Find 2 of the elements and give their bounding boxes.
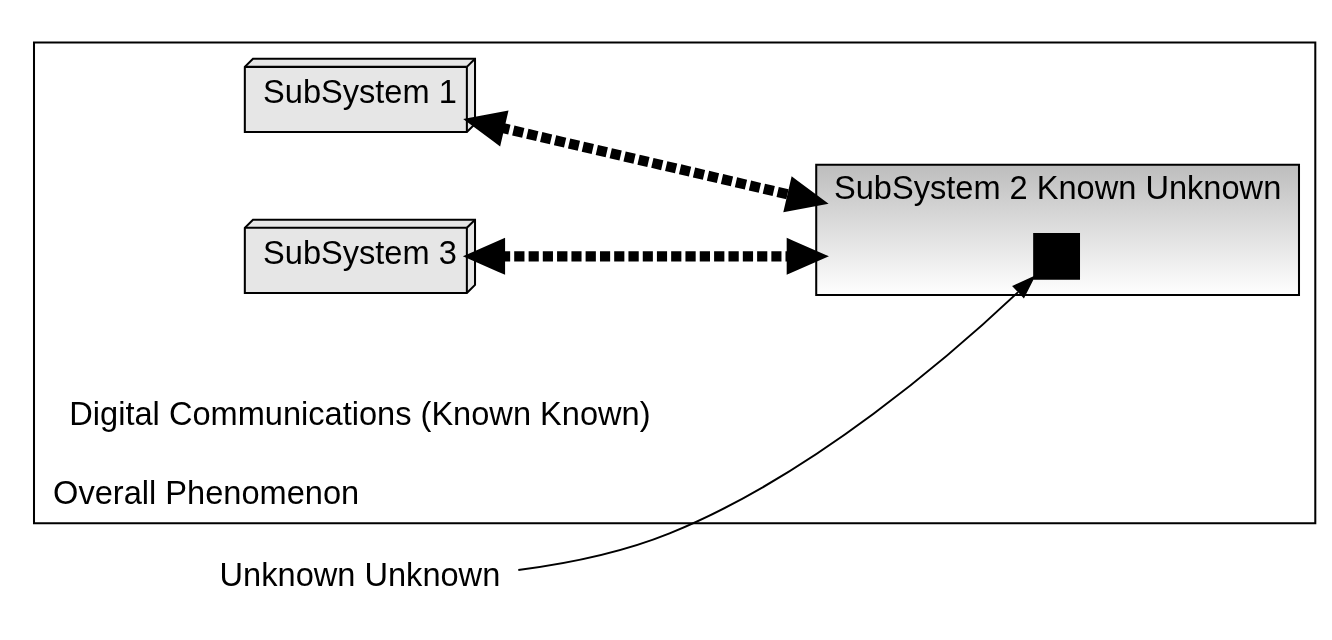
label: Digital Communications (Known Known)	[68, 394, 651, 432]
node-text: Unknown Unknown	[219, 555, 500, 593]
